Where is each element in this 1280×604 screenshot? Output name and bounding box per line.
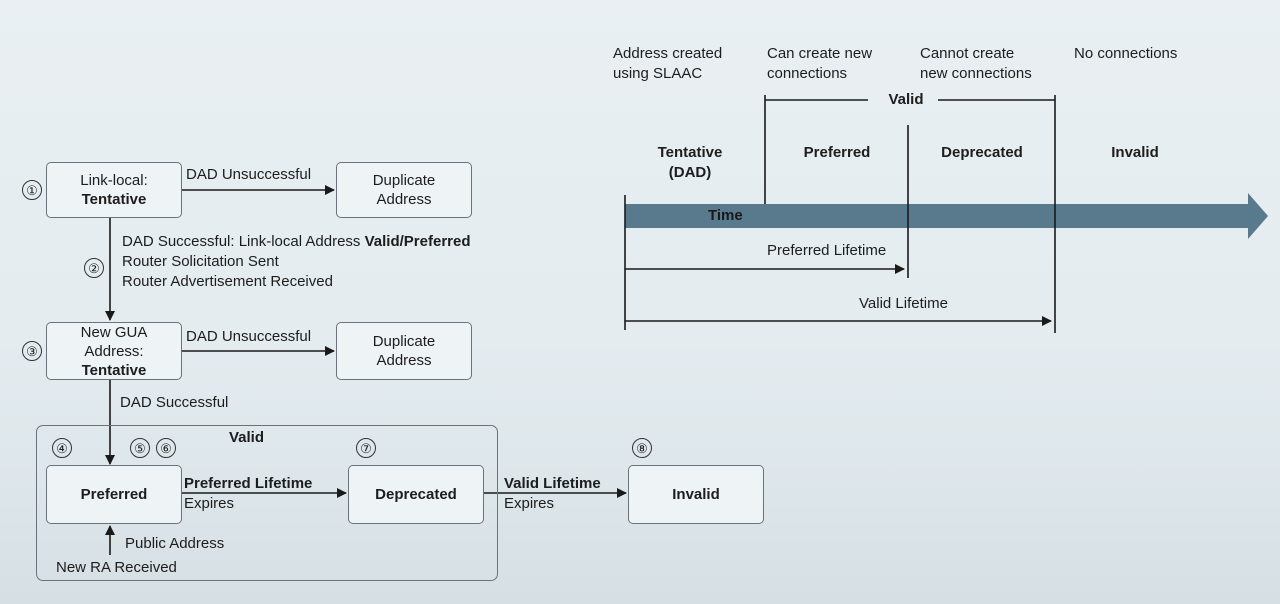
preferred-box: Preferred	[46, 465, 182, 524]
router-solicitation-sent: Router Solicitation Sent	[122, 253, 279, 270]
step-5-badge: ⑤	[130, 438, 150, 458]
address-label: Address	[376, 191, 432, 208]
duplicate-address-box-1: Duplicate Address	[336, 162, 472, 218]
note-address-created: Address created using SLAAC	[613, 44, 722, 84]
note-3-line-2: new connections	[920, 65, 1032, 82]
invalid-label: Invalid	[672, 486, 720, 503]
duplicate-label-2: Duplicate	[372, 333, 436, 350]
valid-group	[36, 425, 498, 581]
phase-tentative-line-2: (DAD)	[668, 164, 712, 181]
new-gua-label: New GUA	[80, 323, 148, 341]
router-advertisement-received: Router Advertisement Received	[122, 273, 333, 290]
dad-successful-link-local: DAD Successful: Link-local Address Valid…	[122, 232, 471, 252]
phase-preferred: Preferred	[803, 144, 871, 161]
step-6-badge: ⑥	[156, 438, 176, 458]
timeline-valid-lifetime: Valid Lifetime	[859, 295, 948, 312]
step-3-badge: ③	[22, 341, 42, 361]
duplicate-address-box-2: Duplicate Address	[336, 322, 472, 380]
phase-invalid: Invalid	[1111, 144, 1159, 161]
invalid-box: Invalid	[628, 465, 764, 524]
note-cannot-create: Cannot create new connections	[920, 44, 1032, 84]
deprecated-box: Deprecated	[348, 465, 484, 524]
phase-tentative-line-1: Tentative	[657, 144, 723, 161]
preferred-label: Preferred	[80, 486, 148, 503]
dad-successful-prefix: DAD Successful: Link-local Address	[122, 233, 365, 250]
note-can-create: Can create new connections	[767, 44, 872, 84]
note-4-line-1: No connections	[1074, 45, 1178, 62]
note-2-line-1: Can create new	[767, 45, 873, 62]
link-local-label: Link-local:	[80, 172, 148, 189]
valid-lifetime-expires: Valid Lifetime Expires	[504, 474, 601, 514]
dad-unsuccessful-label-1: DAD Unsuccessful	[186, 166, 312, 183]
step-8-badge: ⑧	[632, 438, 652, 458]
public-address-label: Public Address	[125, 535, 225, 552]
preferred-lifetime-label: Preferred Lifetime	[184, 475, 313, 492]
expires-label-2: Expires	[504, 495, 555, 512]
preferred-lifetime-expires: Preferred Lifetime Expires	[184, 474, 312, 514]
note-1-line-1: Address created	[613, 45, 723, 62]
step-1-badge: ①	[22, 180, 42, 200]
address-label-2: Address	[376, 352, 432, 369]
dad-unsuccessful-label-2: DAD Unsuccessful	[186, 328, 312, 345]
address-colon-label: Address:	[84, 342, 144, 360]
timeline-preferred-lifetime: Preferred Lifetime	[767, 242, 887, 259]
valid-group-label: Valid	[229, 429, 265, 446]
note-no-connections: No connections	[1074, 44, 1177, 64]
step-4-badge: ④	[52, 438, 72, 458]
gua-tentative-box: New GUA Address: Tentative	[46, 322, 182, 380]
step-2-badge: ②	[84, 258, 104, 278]
expires-label-1: Expires	[184, 495, 235, 512]
time-arrow	[625, 193, 1268, 239]
step-7-badge: ⑦	[356, 438, 376, 458]
dad-successful-label: DAD Successful	[120, 394, 229, 411]
valid-bracket-label: Valid	[888, 91, 924, 108]
note-3-line-1: Cannot create	[920, 45, 1015, 62]
phase-tentative: Tentative (DAD)	[630, 143, 750, 183]
valid-preferred-label: Valid/Preferred	[364, 233, 471, 250]
valid-lifetime-label: Valid Lifetime	[504, 475, 601, 492]
time-label: Time	[708, 207, 743, 224]
tentative-label: Tentative	[81, 191, 147, 208]
link-local-tentative-box: Link-local: Tentative	[46, 162, 182, 218]
phase-deprecated: Deprecated	[941, 144, 1023, 161]
deprecated-label: Deprecated	[375, 486, 457, 503]
note-1-line-2: using SLAAC	[613, 65, 703, 82]
note-2-line-2: connections	[767, 65, 848, 82]
new-ra-received-label: New RA Received	[56, 559, 177, 576]
gua-tentative-label: Tentative	[81, 361, 147, 379]
duplicate-label: Duplicate	[372, 172, 436, 189]
